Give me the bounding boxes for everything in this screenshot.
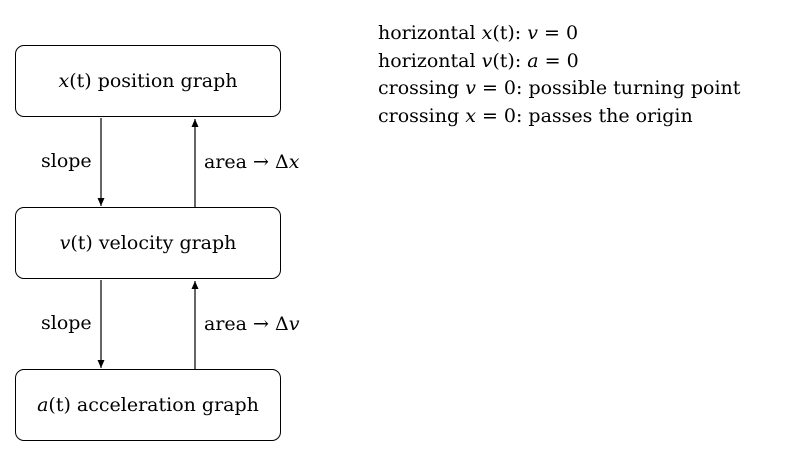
- note-suffix: = 0: passes the origin: [475, 104, 693, 127]
- note-condition-var: x: [465, 104, 476, 127]
- edge-label-area-v-to-x: area → Δx: [204, 153, 299, 172]
- note-condition-var: v: [527, 22, 538, 44]
- edge-area-var-x: x: [288, 151, 300, 173]
- note-item: horizontal x(t): v = 0: [378, 20, 740, 48]
- note-item: crossing x = 0: passes the origin: [378, 103, 740, 131]
- edge-label-slope-v-to-a: slope: [41, 312, 92, 334]
- edge-area-var-v: v: [288, 313, 300, 335]
- acceleration-arg: (t): [48, 394, 71, 416]
- position-var: x: [58, 70, 70, 92]
- edge-label-area-a-to-v: area → Δv: [204, 315, 299, 334]
- acceleration-graph-title: a(t) acceleration graph: [37, 394, 259, 416]
- velocity-label: velocity graph: [92, 232, 237, 254]
- position-graph-title: x(t) position graph: [58, 70, 237, 92]
- notes-list: horizontal x(t): v = 0 horizontal v(t): …: [378, 20, 740, 130]
- note-prefix: crossing: [378, 77, 466, 99]
- note-suffix: = 0: [538, 49, 579, 72]
- note-prefix: horizontal: [378, 22, 482, 44]
- acceleration-label: acceleration graph: [70, 394, 259, 416]
- note-prefix: horizontal: [378, 49, 482, 72]
- note-condition-var: v: [465, 77, 476, 99]
- note-colon: :: [514, 49, 528, 72]
- edge-area-prefix-v: area → Δ: [204, 313, 289, 335]
- position-label: position graph: [91, 70, 238, 92]
- note-item: horizontal v(t): a = 0: [378, 48, 740, 76]
- note-suffix: = 0: possible turning point: [475, 77, 741, 99]
- note-math-arg: (t): [492, 49, 515, 72]
- note-math-var: x: [481, 22, 493, 44]
- note-colon: :: [514, 22, 528, 44]
- note-math-var: v: [481, 49, 493, 72]
- note-prefix: crossing: [378, 104, 466, 127]
- velocity-graph-node: v(t) velocity graph: [15, 207, 281, 279]
- position-graph-node: x(t) position graph: [15, 45, 281, 117]
- note-item: crossing v = 0: possible turning point: [378, 75, 740, 103]
- note-condition-var: a: [527, 49, 539, 72]
- position-arg: (t): [69, 70, 92, 92]
- velocity-arg: (t): [70, 232, 93, 254]
- acceleration-graph-node: a(t) acceleration graph: [15, 369, 281, 441]
- velocity-graph-title: v(t) velocity graph: [60, 232, 237, 254]
- acceleration-var: a: [37, 394, 49, 416]
- velocity-var: v: [59, 232, 71, 254]
- edge-label-slope-x-to-v: slope: [41, 150, 92, 172]
- note-suffix: = 0: [537, 22, 579, 44]
- note-math-arg: (t): [492, 22, 515, 44]
- edge-area-prefix-x: area → Δ: [204, 151, 289, 173]
